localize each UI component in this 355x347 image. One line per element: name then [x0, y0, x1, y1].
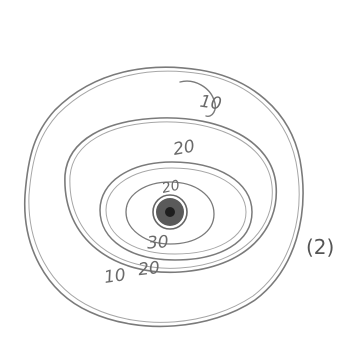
- figure-number: (2): [306, 235, 334, 259]
- summit-center-dot: [165, 207, 175, 217]
- contour-label-middle-bottom: 20: [137, 258, 161, 280]
- contour-label-inner-top: 20: [161, 178, 182, 197]
- contour-label-middle-top: 20: [172, 136, 197, 159]
- contour-label-inner-bottom: 30: [146, 232, 169, 253]
- contour-label-outer-bottom: 10: [103, 265, 127, 288]
- contour-label-outer: 10: [199, 92, 223, 115]
